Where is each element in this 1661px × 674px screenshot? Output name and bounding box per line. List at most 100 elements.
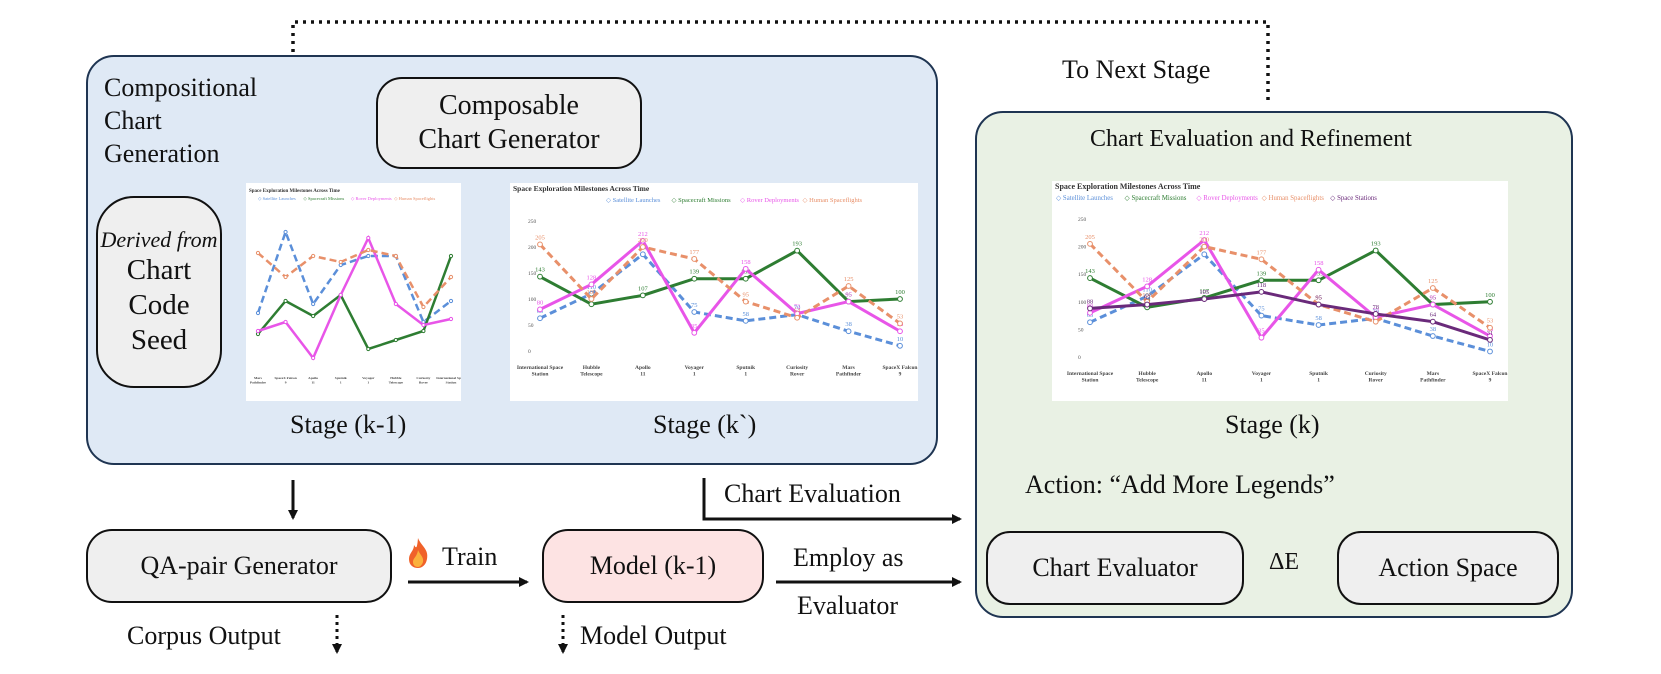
y-tick-label: 250	[1078, 217, 1087, 223]
series-line	[1088, 242, 1491, 329]
model-output-label: Model Output	[580, 621, 727, 650]
data-label: 139	[1257, 270, 1267, 277]
data-label: 139	[1314, 270, 1324, 277]
data-label: 75	[691, 302, 698, 309]
y-tick-label: 200	[1078, 245, 1087, 251]
to-next-stage-label: To Next Stage	[1062, 55, 1211, 84]
data-point	[283, 319, 288, 325]
x-tick-label: SpaceX Falcon	[274, 376, 296, 380]
x-tick-label: 1	[340, 381, 342, 385]
seed-box-line-2: Code	[128, 288, 190, 321]
data-point	[845, 283, 852, 289]
data-label: 205	[1085, 234, 1095, 241]
data-point	[897, 320, 903, 327]
data-point	[1144, 283, 1151, 290]
x-tick-label: 11	[311, 381, 315, 385]
left-panel-title-line-3: Generation	[104, 139, 220, 168]
data-point	[691, 256, 698, 262]
chart-title: Space Exploration Milestones Across Time	[513, 184, 650, 193]
data-label: 205	[535, 234, 545, 241]
x-tick-label: Voyager	[1252, 371, 1272, 377]
seed-box: Derived from Chart Code Seed	[96, 196, 222, 388]
x-tick-label: 1	[1317, 378, 1320, 384]
x-tick-label: 1	[693, 372, 696, 378]
legend-item: ◇ Space Stations	[1330, 195, 1377, 202]
data-point	[1372, 318, 1379, 325]
data-point	[639, 244, 646, 250]
chart-title: Space Exploration Milestones Across Time	[249, 189, 341, 194]
legend-item: ◇ Human Spaceflights	[1262, 195, 1325, 202]
x-tick-label: 9	[899, 372, 902, 378]
legend-item: ◇ Rover Deployments	[1196, 195, 1258, 202]
series-line	[1089, 252, 1491, 353]
data-point	[1372, 247, 1379, 254]
data-point	[1487, 298, 1493, 305]
data-point	[897, 296, 903, 302]
data-point	[255, 250, 261, 256]
data-label: 58	[742, 311, 749, 318]
data-point	[1315, 301, 1322, 308]
data-point	[1429, 301, 1436, 308]
left-panel-title-line-2: Chart	[104, 106, 162, 135]
x-tick-label: Pathfinder	[250, 381, 267, 385]
legend-item: ◇ Rover Deployments	[351, 196, 392, 201]
data-label: 100	[895, 289, 905, 296]
data-label: 72	[1372, 307, 1379, 314]
data-label: 58	[1315, 315, 1322, 322]
data-point	[421, 328, 426, 334]
legend-item: ◇ Spacecraft Missions	[303, 196, 344, 201]
data-point	[1258, 256, 1265, 263]
x-tick-label: Curiosity	[786, 365, 808, 371]
data-point	[1087, 240, 1093, 247]
train-label: Train	[442, 542, 498, 571]
x-tick-label: Telescope	[389, 381, 404, 385]
x-tick-label: Hubble	[390, 376, 402, 380]
data-label: 38	[1430, 326, 1437, 333]
data-point	[421, 322, 426, 328]
data-label: 53	[897, 313, 904, 320]
data-label: 72	[794, 304, 801, 311]
data-point	[742, 265, 749, 272]
data-label: 193	[1371, 240, 1381, 247]
x-tick-label: Sputnik	[335, 376, 347, 380]
chart-evaluation-label: Chart Evaluation	[724, 479, 901, 508]
data-point	[311, 355, 316, 361]
x-tick-label: Apollo	[635, 365, 651, 371]
data-point	[1144, 301, 1151, 308]
data-point	[448, 253, 454, 259]
data-point	[311, 313, 316, 319]
seed-box-line-1: Chart	[126, 253, 192, 286]
data-point	[742, 317, 749, 324]
y-tick-label: 100	[1078, 300, 1087, 306]
data-label: 78	[1372, 304, 1379, 311]
data-label: 177	[1257, 249, 1268, 256]
data-label: 70	[794, 305, 801, 312]
x-tick-label: Rover	[419, 381, 429, 385]
data-label: 95	[1430, 295, 1437, 302]
data-label: 64	[1430, 312, 1437, 319]
chart2-svg: Space Exploration Milestones Across Time…	[1055, 182, 1508, 384]
data-point	[639, 292, 646, 299]
x-tick-label: Curiosity	[1365, 371, 1387, 377]
data-point	[639, 251, 646, 258]
x-tick-label: 1	[744, 372, 747, 378]
x-tick-label: Telescope	[1136, 378, 1159, 384]
data-point	[393, 301, 398, 307]
data-point	[1258, 277, 1265, 284]
data-label: 75	[1258, 306, 1265, 313]
data-label: 95	[1315, 295, 1322, 302]
legend-item: ◇ Rover Deployments	[740, 197, 799, 204]
chart1-svg: Space Exploration Milestones Across Time…	[513, 184, 918, 378]
x-tick-label: Apollo	[308, 376, 318, 380]
data-point	[1429, 318, 1436, 325]
data-label: 35	[691, 323, 698, 330]
series-line	[539, 252, 901, 348]
legend-item: ◇ Satellite Launches	[1056, 195, 1113, 202]
chart-title: Space Exploration Milestones Across Time	[1055, 182, 1201, 191]
data-label: 95	[845, 292, 852, 299]
data-point	[742, 298, 749, 305]
x-tick-label: 9	[285, 381, 287, 385]
data-label: 110	[1142, 286, 1152, 293]
data-point	[283, 229, 288, 235]
data-point	[1487, 324, 1493, 331]
